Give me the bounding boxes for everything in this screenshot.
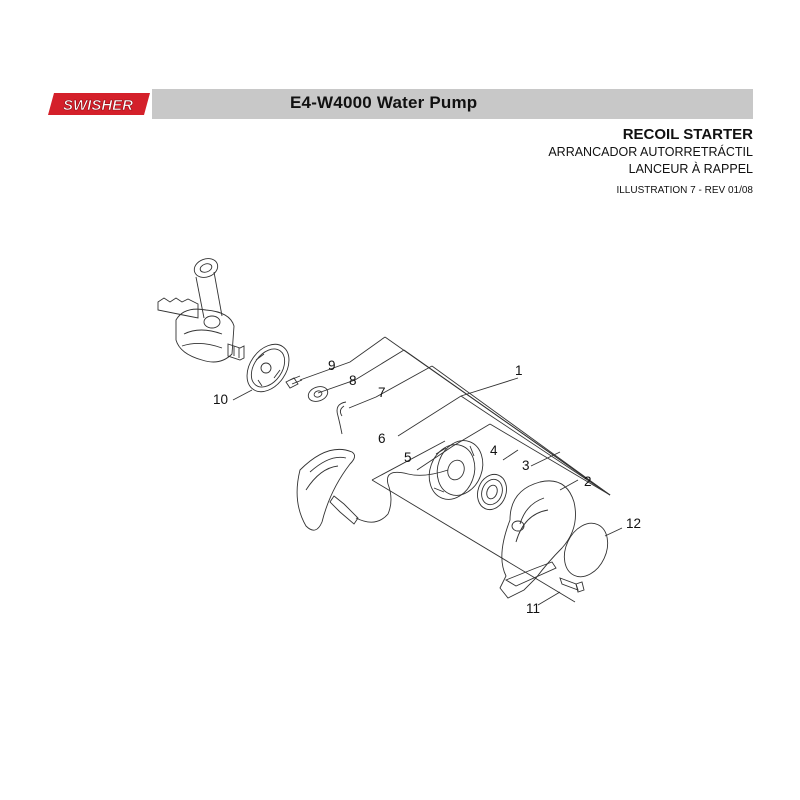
crankshaft [157,258,245,363]
section-title-french: LANCEUR À RAPPEL [628,162,753,176]
screw [559,577,585,593]
callout-7: 7 [378,385,386,400]
spring-clip [336,401,347,435]
callout-5: 5 [404,450,412,465]
logo-text: SWISHER [63,97,133,114]
callout-12: 12 [626,516,641,531]
starter-housing [499,480,576,599]
swisher-logo: SWISHER [48,89,152,119]
nut [307,386,329,402]
callout-8: 8 [349,373,357,388]
leader-lines [232,336,623,606]
recoil-spring [477,473,507,511]
section-title: RECOIL STARTER [622,126,753,143]
callout-9: 9 [328,358,336,373]
callout-4: 4 [490,443,498,458]
section-titles: RECOIL STARTER ARRANCADOR AUTORRETRÁCTIL… [548,126,753,198]
callout-1: 1 [515,363,523,378]
cover-disc [563,522,609,578]
callout-10: 10 [213,392,228,407]
starter-pulley-plate [246,343,290,393]
callout-11: 11 [526,601,540,616]
callout-3: 3 [522,458,530,473]
starter-handle [296,448,449,531]
header-bar [48,89,753,119]
bolt [285,375,303,389]
callout-6: 6 [378,431,386,446]
section-title-spanish: ARRANCADOR AUTORRETRÁCTIL [548,145,753,159]
model-title: E4-W4000 Water Pump [290,93,478,112]
illustration-number: ILLUSTRATION 7 - REV 01/08 [616,185,753,196]
callout-2: 2 [584,474,592,489]
rope-reel [428,440,484,500]
